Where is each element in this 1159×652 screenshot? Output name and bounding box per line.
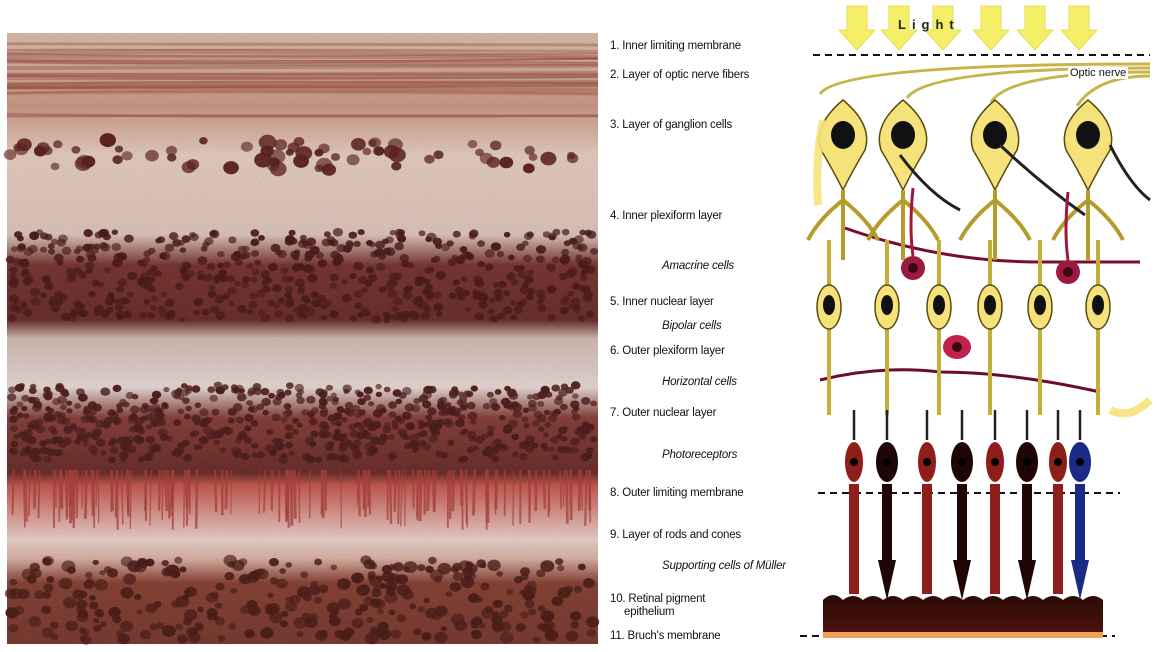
horizontal-cell-nucleus [952,342,962,352]
cone-outer-segment [1071,560,1089,600]
light-arrow-icon [1017,6,1053,50]
retina-layer-diagram [800,6,1150,638]
ganglion-nucleus [1076,121,1100,149]
bipolar-nucleus [823,295,835,315]
cone-inner-segment [1022,484,1032,564]
bipolar-nucleus [1092,295,1104,315]
layer-label-2: 2. Layer of optic nerve fibers [610,69,749,82]
horizontal-cell-process [820,370,1100,392]
layer-label-4: 4. Inner plexiform layer [610,210,722,223]
bruchs-membrane-band [823,632,1103,638]
amacrine-process [845,228,1140,262]
layer-label-8: 8. Outer limiting membrane [610,487,744,500]
cone-outer-segment [1018,560,1036,600]
rod-inner-segment [922,484,932,594]
cell-label-bipolar: Bipolar cells [662,320,721,333]
bipolar-nucleus [984,295,996,315]
amacrine-process-vertical [1066,192,1068,260]
layer-label-1: 1. Inner limiting membrane [610,40,741,53]
neurons [808,64,1150,415]
light-label: Light [898,17,960,32]
rod-inner-segment [990,484,1000,594]
cell-label-photoreceptors: Photoreceptors [662,449,737,462]
light-arrow-icon [973,6,1009,50]
rod-inner-segment [1053,484,1063,594]
rod-inner-segment [849,484,859,594]
cell-label-amacrine: Amacrine cells [662,260,734,273]
layer-label-3: 3. Layer of ganglion cells [610,119,732,132]
amacrine-process-vertical [911,188,913,256]
ganglion-dendrite [960,190,1030,260]
light-arrow-icon [839,6,875,50]
cell-label-horizontal: Horizontal cells [662,376,737,389]
layer-label-11: 11. Bruch's membrane [610,630,721,643]
photoreceptor-nucleus [991,458,999,466]
photoreceptor-nucleus [1076,458,1084,466]
amacrine-nucleus [1063,267,1073,277]
amacrine-nucleus [908,263,918,273]
layer-label-5: 5. Inner nuclear layer [610,296,714,309]
layer-label-7: 7. Outer nuclear layer [610,407,716,420]
layer-label-9: 9. Layer of rods and cones [610,529,741,542]
photoreceptors [845,410,1091,600]
ganglion-nucleus [891,121,915,149]
cone-inner-segment [882,484,892,564]
cone-outer-segment [953,560,971,600]
retina-histology-photo [4,33,599,645]
cell-label-muller: Supporting cells of Müller [662,560,786,573]
light-arrows [839,6,1097,50]
cone-inner-segment [957,484,967,564]
cone-outer-segment [878,560,896,600]
connecting-fiber [1110,145,1150,200]
cone-inner-segment [1075,484,1085,564]
optic-nerve-label: Optic nerve [1068,67,1128,79]
retinal-pigment-epithelium [823,595,1103,632]
histology-grain [7,33,598,644]
photoreceptor-nucleus [923,458,931,466]
light-arrow-icon [1061,6,1097,50]
photoreceptor-nucleus [883,458,891,466]
ganglion-nucleus [983,121,1007,149]
photoreceptor-nucleus [958,458,966,466]
photoreceptor-nucleus [1054,458,1062,466]
bipolar-nucleus [1034,295,1046,315]
photoreceptor-nucleus [850,458,858,466]
bipolar-nucleus [933,295,945,315]
bipolar-nucleus [881,295,893,315]
photoreceptor-nucleus [1023,458,1031,466]
layer-label-6: 6. Outer plexiform layer [610,345,725,358]
ganglion-nucleus [831,121,855,149]
